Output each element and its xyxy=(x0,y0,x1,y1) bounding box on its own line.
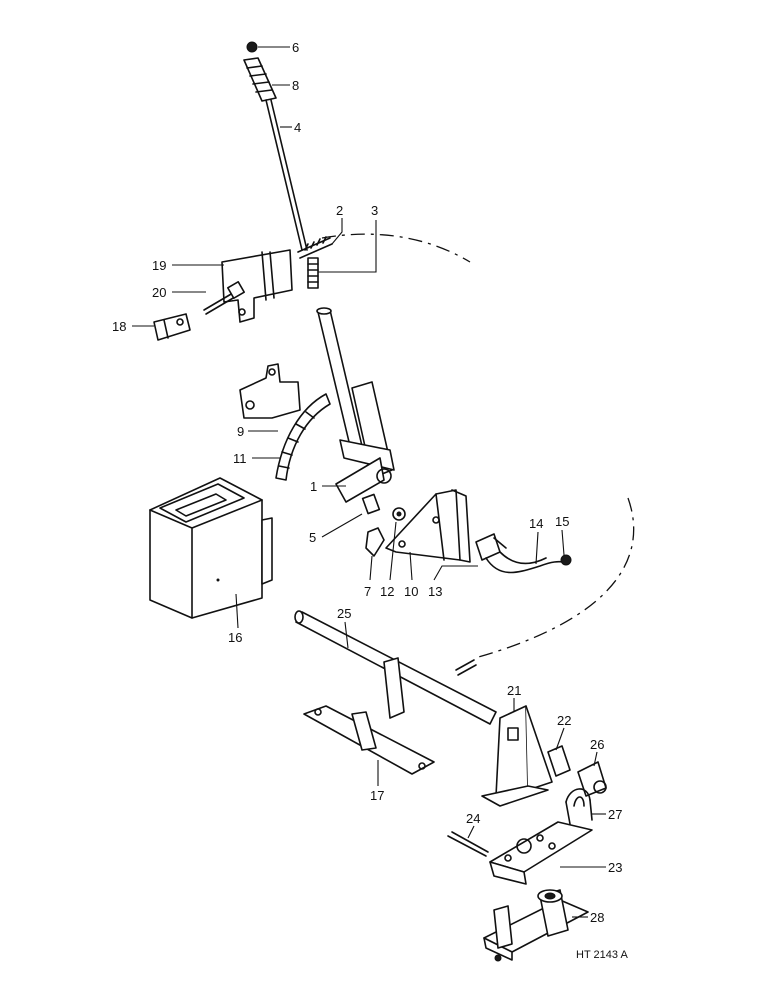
callout-26: 26 xyxy=(590,737,604,752)
part-22-block[interactable] xyxy=(547,745,571,777)
part-3-spring[interactable] xyxy=(307,257,319,289)
part-27-u-bolt[interactable] xyxy=(565,788,593,825)
part-5-pin[interactable] xyxy=(361,493,381,515)
part-28-bearing-housing[interactable] xyxy=(483,889,589,962)
part-12-washer[interactable] xyxy=(392,507,406,521)
callout-14: 14 xyxy=(529,516,543,531)
part-2-spring[interactable] xyxy=(297,236,333,259)
part-7-stud[interactable] xyxy=(365,527,385,557)
part-24-pin[interactable] xyxy=(447,831,489,857)
part-15-cable-nut[interactable] xyxy=(560,554,572,566)
part-21-upright-bracket[interactable] xyxy=(481,705,553,807)
callout-7: 7 xyxy=(364,584,371,599)
connection-arc-upper xyxy=(321,233,471,263)
leader-lines xyxy=(132,46,606,918)
part-25-cross-shaft[interactable] xyxy=(294,610,497,725)
callout-22: 22 xyxy=(557,713,571,728)
callout-24: 24 xyxy=(466,811,480,826)
part-17-base-plate[interactable] xyxy=(303,705,435,775)
callout-21: 21 xyxy=(507,683,521,698)
callout-labels: 6 8 4 2 3 19 20 18 9 11 1 5 7 12 10 13 1… xyxy=(112,40,628,961)
callout-8: 8 xyxy=(292,78,299,93)
callout-9: 9 xyxy=(237,424,244,439)
drawing-code: HT 2143 A xyxy=(576,949,628,961)
part-26-coupling[interactable] xyxy=(577,761,607,797)
callout-12: 12 xyxy=(380,584,394,599)
callout-18: 18 xyxy=(112,319,126,334)
part-20-adjusting-screw[interactable] xyxy=(203,281,245,315)
part-13-micro-switch[interactable] xyxy=(475,533,507,561)
callout-25: 25 xyxy=(337,606,351,621)
callout-4: 4 xyxy=(294,120,301,135)
part-8-handle-grip[interactable] xyxy=(243,57,277,102)
part-16-cover-box[interactable] xyxy=(149,477,273,619)
callout-3: 3 xyxy=(371,203,378,218)
callout-16: 16 xyxy=(228,630,242,645)
part-18-clevis[interactable] xyxy=(153,313,191,341)
callout-6: 6 xyxy=(292,40,299,55)
callout-15: 15 xyxy=(555,514,569,529)
callout-20: 20 xyxy=(152,285,166,300)
callout-28: 28 xyxy=(590,910,604,925)
small-spring xyxy=(455,659,477,676)
callout-17: 17 xyxy=(370,788,384,803)
part-23-bearing-plate[interactable] xyxy=(489,821,593,885)
callout-11: 11 xyxy=(233,451,247,466)
connection-arc-right xyxy=(474,497,635,659)
callout-19: 19 xyxy=(152,258,166,273)
callout-5: 5 xyxy=(309,530,316,545)
part-6-nut[interactable] xyxy=(246,41,258,53)
callout-23: 23 xyxy=(608,860,622,875)
callout-2: 2 xyxy=(336,203,343,218)
part-11-quadrant[interactable] xyxy=(275,393,331,481)
part-4-control-rod[interactable] xyxy=(265,99,308,251)
part-1-main-lever[interactable] xyxy=(316,307,395,503)
part-9-segment-bracket[interactable] xyxy=(239,363,301,419)
part-14-cable[interactable] xyxy=(485,551,567,574)
callout-1: 1 xyxy=(310,479,317,494)
callout-10: 10 xyxy=(404,584,418,599)
callout-13: 13 xyxy=(428,584,442,599)
callout-27: 27 xyxy=(608,807,622,822)
part-10-switch-bracket[interactable] xyxy=(385,489,471,563)
